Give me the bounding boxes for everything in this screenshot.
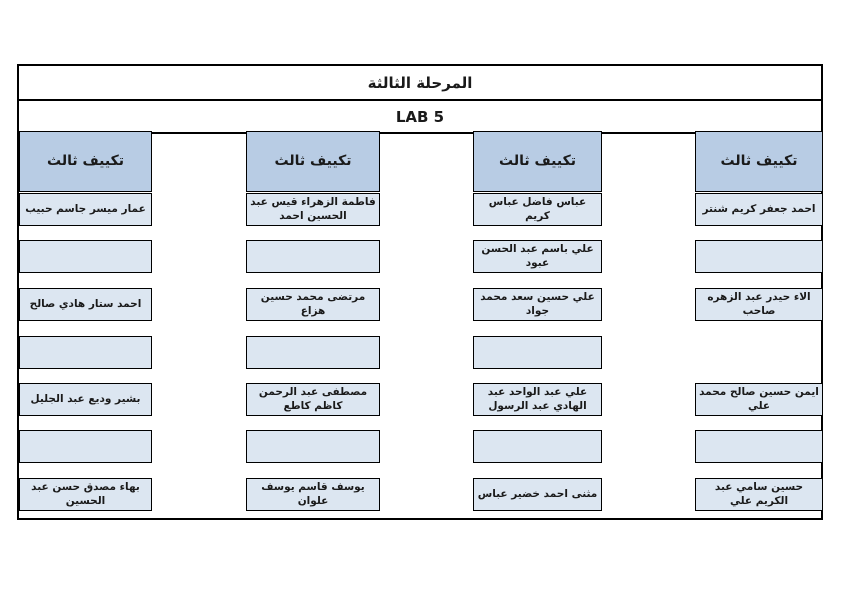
lab-subtitle: LAB 5: [19, 101, 821, 134]
student-name-cell: مثنى احمد خضير عباس: [473, 478, 602, 511]
column-header: تكييف ثالث: [695, 131, 823, 192]
student-name-cell: علي عبد الواحد عبد الهادي عبد الرسول: [473, 383, 602, 416]
student-name-cell: فاطمة الزهراء قيس عبد الحسين احمد: [246, 193, 380, 226]
column-header: تكييف ثالث: [246, 131, 380, 192]
student-name-cell: احمد جعفر كريم شنتر: [695, 193, 823, 226]
empty-cell: [695, 240, 823, 273]
student-name-cell: عباس فاضل عباس كريم: [473, 193, 602, 226]
empty-cell: [19, 336, 152, 369]
empty-cell: [473, 336, 602, 369]
empty-cell: [246, 240, 380, 273]
page-title: المرحلة الثالثة: [19, 66, 821, 101]
student-name-cell: بشير وديع عبد الجليل: [19, 383, 152, 416]
student-name-cell: يوسف قاسم يوسف علوان: [246, 478, 380, 511]
column-header: تكييف ثالث: [19, 131, 152, 192]
student-name-cell: علي حسين سعد محمد جواد: [473, 288, 602, 321]
student-name-cell: حسين سامي عبد الكريم علي: [695, 478, 823, 511]
student-name-cell: مرتضى محمد حسين هزاع: [246, 288, 380, 321]
student-name-cell: الاء حيدر عبد الزهره صاحب: [695, 288, 823, 321]
empty-cell: [19, 430, 152, 463]
student-name-cell: بهاء مصدق حسن عبد الحسين: [19, 478, 152, 511]
empty-cell: [246, 336, 380, 369]
empty-cell: [246, 430, 380, 463]
column-header: تكييف ثالث: [473, 131, 602, 192]
student-name-cell: علي باسم عبد الحسن عبود: [473, 240, 602, 273]
student-name-cell: مصطفى عبد الرحمن كاظم كاطع: [246, 383, 380, 416]
empty-cell: [695, 430, 823, 463]
student-name-cell: عمار ميسر جاسم حبيب: [19, 193, 152, 226]
empty-cell: [19, 240, 152, 273]
student-name-cell: احمد ستار هادي صالح: [19, 288, 152, 321]
empty-cell: [473, 430, 602, 463]
student-name-cell: ايمن حسين صالح محمد علي: [695, 383, 823, 416]
